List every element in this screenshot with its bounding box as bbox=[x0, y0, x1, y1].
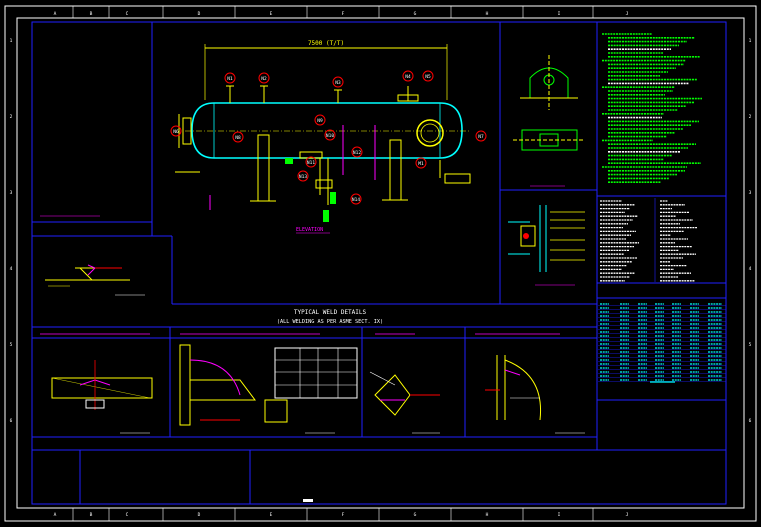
left-head-flange bbox=[182, 117, 192, 145]
svg-text:N5: N5 bbox=[425, 74, 431, 80]
nozzle-tag-n4: N4 bbox=[402, 70, 414, 82]
grid-col-top-I: I bbox=[558, 11, 561, 17]
drawing-border bbox=[31, 21, 727, 505]
grid-col-top-G: G bbox=[414, 11, 417, 17]
weld-detail-left bbox=[40, 215, 130, 287]
grid-row-left-2: 2 bbox=[10, 114, 13, 120]
grid-reference-bottom: A B C D E F G H I J bbox=[54, 508, 629, 521]
grid-col-top-B: B bbox=[90, 11, 93, 17]
grid-col-bottom-E: E bbox=[270, 512, 273, 518]
nozzle-tag-n12: N12 bbox=[351, 146, 363, 158]
instrument-tags bbox=[285, 158, 336, 222]
grid-col-bottom-D: D bbox=[198, 512, 201, 518]
svg-text:N3: N3 bbox=[335, 80, 341, 86]
weld-detail-3 bbox=[369, 371, 440, 416]
grid-col-bottom-C: C bbox=[126, 512, 129, 518]
bottom-piping bbox=[175, 151, 471, 205]
nozzle-tag-n14: N14 bbox=[350, 193, 362, 205]
nozzle-tag-n11: N11 bbox=[305, 156, 317, 168]
grid-col-bottom-F: F bbox=[342, 512, 345, 518]
grid-reference-top: A B C D E F G H I J bbox=[54, 6, 629, 18]
nozzle-section-view bbox=[508, 205, 585, 286]
grid-col-bottom-J: J bbox=[626, 512, 629, 518]
grid-col-bottom-I: I bbox=[558, 512, 561, 518]
weld-detail-1 bbox=[51, 360, 153, 410]
svg-text:N13: N13 bbox=[299, 174, 307, 180]
nozzle-tag-n3: N3 bbox=[332, 76, 344, 88]
svg-text:N10: N10 bbox=[326, 133, 334, 139]
svg-text:N7: N7 bbox=[478, 134, 484, 140]
grid-row-right-3: 3 bbox=[749, 190, 752, 196]
grid-col-top-D: D bbox=[198, 11, 201, 17]
grid-row-right-6: 6 bbox=[749, 418, 752, 424]
elevation-view-title: ELEVATION bbox=[296, 227, 323, 233]
svg-text:N11: N11 bbox=[307, 160, 315, 166]
svg-text:N1: N1 bbox=[227, 76, 233, 82]
grid-row-right-5: 5 bbox=[749, 342, 752, 348]
grid-row-left-5: 5 bbox=[10, 342, 13, 348]
svg-text:N2: N2 bbox=[261, 76, 267, 82]
grid-row-left-4: 4 bbox=[10, 266, 13, 272]
svg-text:N4: N4 bbox=[405, 74, 411, 80]
vessel-elevation-view: 7500 (T/T) bbox=[170, 40, 487, 234]
panel-dividers bbox=[32, 22, 726, 504]
grid-reference-right: 1 2 3 4 5 6 bbox=[749, 38, 752, 424]
grid-col-top-A: A bbox=[54, 11, 57, 17]
weld-details-subtitle: (ALL WELDING AS PER ASME SECT. IX) bbox=[277, 319, 383, 325]
svg-text:N12: N12 bbox=[353, 150, 361, 156]
svg-text:N6: N6 bbox=[173, 129, 179, 135]
nozzle-tag-n9: N9 bbox=[314, 114, 326, 126]
grid-col-bottom-B: B bbox=[90, 512, 93, 518]
vessel-saddles bbox=[250, 134, 408, 202]
nozzle-schedule-table bbox=[598, 303, 726, 383]
weld-detail-4 bbox=[485, 355, 542, 421]
grid-col-top-E: E bbox=[270, 11, 273, 17]
grid-row-right-4: 4 bbox=[749, 266, 752, 272]
grid-col-bottom-H: H bbox=[486, 512, 489, 518]
nozzle-tag-n7: N7 bbox=[475, 130, 487, 142]
saddle-detail-view bbox=[513, 55, 585, 187]
grid-col-top-C: C bbox=[126, 11, 129, 17]
grid-row-left-1: 1 bbox=[10, 38, 13, 44]
nozzle-tag-n5: N5 bbox=[422, 70, 434, 82]
outer-sheet-frame bbox=[4, 5, 757, 522]
design-data-table bbox=[600, 198, 697, 282]
level-instruments bbox=[209, 125, 376, 210]
nozzle-tag-n2: N2 bbox=[258, 72, 270, 84]
nozzle-tag-n1: N1 bbox=[224, 72, 236, 84]
svg-text:N9: N9 bbox=[317, 118, 323, 124]
top-nozzles bbox=[226, 85, 409, 103]
grid-row-left-3: 3 bbox=[10, 190, 13, 196]
grid-reference-left: 1 2 3 4 5 6 bbox=[10, 38, 13, 424]
weld-detail-2 bbox=[179, 344, 358, 426]
nozzle-tag-n10: N10 bbox=[324, 129, 336, 141]
weld-details-title: TYPICAL WELD DETAILS bbox=[294, 309, 367, 316]
general-notes-block bbox=[602, 33, 702, 183]
nozzle-tag-n8: N8 bbox=[232, 131, 244, 143]
nozzle-tag-n6: N6 bbox=[170, 125, 182, 137]
grid-col-top-H: H bbox=[486, 11, 489, 17]
detail-subcaptions bbox=[115, 294, 585, 434]
svg-text:N8: N8 bbox=[235, 135, 241, 141]
svg-text:N14: N14 bbox=[352, 197, 360, 203]
nozzle-tag-n13: N13 bbox=[297, 170, 309, 182]
grid-col-top-F: F bbox=[342, 11, 345, 17]
grid-row-right-2: 2 bbox=[749, 114, 752, 120]
grid-row-left-6: 6 bbox=[10, 418, 13, 424]
svg-text:M1: M1 bbox=[418, 161, 424, 167]
grid-row-right-1: 1 bbox=[749, 38, 752, 44]
sheet-number-mark bbox=[303, 499, 313, 502]
inner-sheet-frame bbox=[16, 17, 745, 509]
overall-length-label: 7500 (T/T) bbox=[308, 40, 344, 47]
grid-col-top-J: J bbox=[626, 11, 629, 17]
manway-circle bbox=[416, 119, 444, 147]
nozzle-tag-m1: M1 bbox=[415, 157, 427, 169]
grid-col-bottom-G: G bbox=[414, 512, 417, 518]
grid-col-bottom-A: A bbox=[54, 512, 57, 518]
